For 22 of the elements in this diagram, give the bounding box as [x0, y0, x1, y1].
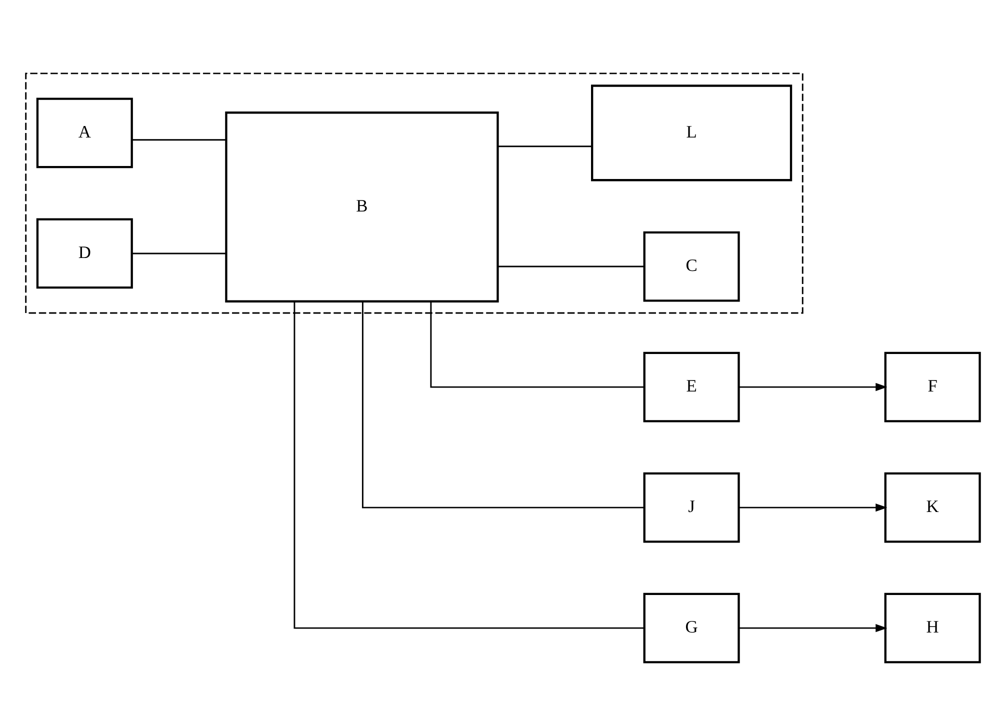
cluster: [25, 72, 804, 314]
arrow: [739, 624, 888, 632]
connector: [498, 266, 644, 268]
connector: [362, 302, 644, 508]
node-box: H: [884, 592, 981, 664]
node-box: B: [225, 112, 499, 302]
node-box: K: [884, 472, 981, 543]
connector: [430, 302, 644, 388]
node-box: G: [643, 592, 740, 664]
node-box: E: [643, 352, 740, 422]
node-box: C: [643, 231, 740, 302]
connector: [498, 146, 592, 148]
arrow: [739, 503, 888, 512]
node-box: D: [36, 218, 133, 289]
arrow: [739, 382, 888, 392]
node-box: F: [884, 352, 981, 422]
node-box: A: [36, 98, 133, 168]
node-box: J: [643, 472, 740, 543]
connector: [132, 139, 226, 141]
connector: [132, 252, 226, 254]
node-box: L: [591, 84, 792, 182]
connector: [294, 302, 644, 629]
